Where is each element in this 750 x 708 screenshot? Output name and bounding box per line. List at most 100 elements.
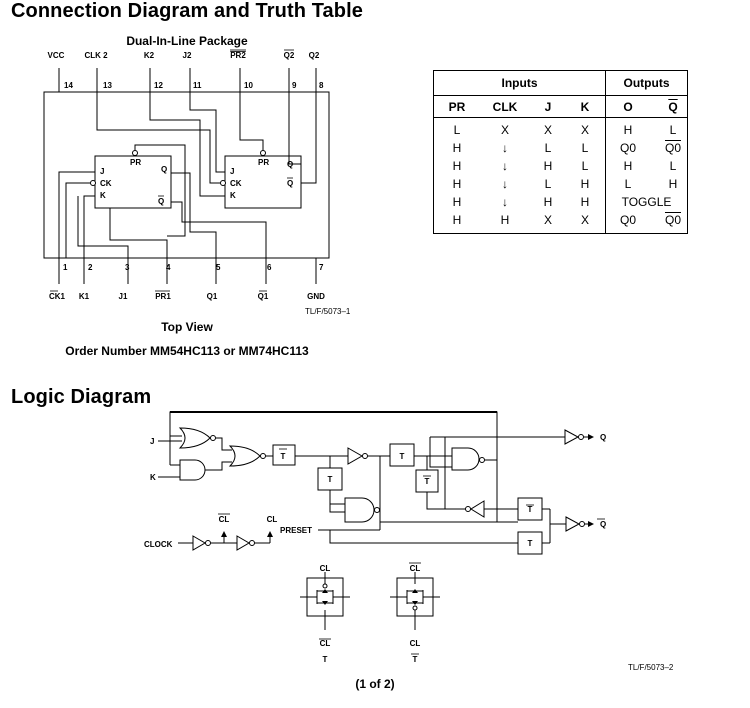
table-cell: L bbox=[669, 123, 677, 137]
svg-text:CL: CL bbox=[320, 564, 331, 573]
table-cell: X bbox=[580, 213, 589, 227]
package-title: Dual-In-Line Package bbox=[126, 34, 248, 48]
svg-text:K: K bbox=[230, 191, 236, 200]
logic-q-label: Q bbox=[600, 433, 606, 442]
inverter-1 bbox=[347, 447, 364, 465]
nand-gate-2 bbox=[344, 497, 375, 523]
logic-diagram: J K Q Q T T T T T T CLOCK PRESET CL CL bbox=[144, 411, 674, 691]
table-cell: H bbox=[580, 195, 590, 209]
pin-label-vcc: VCC bbox=[48, 51, 65, 60]
table-cell: H bbox=[623, 123, 633, 137]
svg-text:Q: Q bbox=[158, 197, 164, 206]
col-k: K bbox=[580, 100, 590, 114]
pin-num-3: 3 bbox=[125, 263, 130, 272]
table-cell: H bbox=[580, 177, 590, 191]
table-cell: L bbox=[544, 177, 552, 191]
svg-text:T: T bbox=[400, 452, 405, 461]
svg-text:CK: CK bbox=[100, 179, 112, 188]
col-j: J bbox=[544, 100, 552, 114]
clock-inverter-1 bbox=[192, 535, 206, 551]
pin-label-q2bar: Q2 bbox=[284, 51, 295, 60]
logic-title: Logic Diagram bbox=[11, 386, 152, 408]
table-cell: ↓ bbox=[502, 195, 508, 209]
svg-text:T: T bbox=[425, 477, 430, 486]
logic-ref: TL/F/5073–2 bbox=[628, 663, 674, 672]
pin-num-6: 6 bbox=[267, 263, 272, 272]
table-cell: H bbox=[500, 213, 510, 227]
t-gate-2 bbox=[389, 443, 415, 467]
q-output-inverter bbox=[564, 429, 580, 445]
top-view-caption: Top View bbox=[161, 320, 213, 334]
svg-text:T: T bbox=[281, 452, 286, 461]
svg-text:PR: PR bbox=[130, 158, 141, 167]
or-gate-2 bbox=[228, 445, 261, 467]
pin-label-q1bar: Q1 bbox=[258, 292, 269, 301]
package-body bbox=[43, 91, 330, 259]
clbar-label: CL bbox=[219, 515, 230, 524]
order-number: Order Number MM54HC113 or MM74HC113 bbox=[65, 344, 309, 358]
table-cell: Q0 bbox=[619, 141, 636, 155]
table-cell: H bbox=[543, 195, 553, 209]
col-clk: CLK bbox=[492, 100, 518, 114]
table-cell: ↓ bbox=[502, 177, 508, 191]
col-o: O bbox=[623, 100, 633, 114]
svg-text:CL: CL bbox=[320, 639, 331, 648]
table-cell: X bbox=[500, 123, 509, 137]
logic-k-label: K bbox=[150, 473, 156, 482]
clock-inverter-2 bbox=[236, 535, 250, 551]
outputs-header: Outputs bbox=[623, 76, 670, 90]
col-qbar: Q bbox=[668, 100, 678, 114]
table-cell: Q0 bbox=[664, 213, 681, 227]
table-cell: Q0 bbox=[664, 141, 681, 155]
pin-num-7: 7 bbox=[319, 263, 324, 272]
svg-text:T: T bbox=[528, 539, 533, 548]
pin-num-14: 14 bbox=[64, 81, 73, 90]
clock-label: CLOCK bbox=[144, 540, 173, 549]
pin-label-pr2: PR2 bbox=[230, 51, 246, 60]
pin-num-2: 2 bbox=[88, 263, 93, 272]
pin-num-13: 13 bbox=[103, 81, 112, 90]
pin-label-j2: J2 bbox=[183, 51, 192, 60]
tbar-gate-1 bbox=[272, 444, 296, 466]
and-gate-1 bbox=[179, 459, 206, 481]
table-cell: L bbox=[581, 159, 589, 173]
svg-text:Q: Q bbox=[287, 179, 293, 188]
pin-num-4: 4 bbox=[166, 263, 171, 272]
logic-qbar-label: Q bbox=[600, 520, 606, 529]
connection-title: Connection Diagram and Truth Table bbox=[11, 0, 363, 22]
svg-text:PR: PR bbox=[258, 158, 269, 167]
pin-label-j1: J1 bbox=[119, 292, 128, 301]
pin-label-pr1: PR1 bbox=[155, 292, 171, 301]
table-cell: L bbox=[453, 123, 461, 137]
inputs-header: Inputs bbox=[501, 76, 538, 90]
pin-num-11: 11 bbox=[193, 81, 202, 90]
page-indicator: (1 of 2) bbox=[355, 677, 394, 691]
cl-label: CL bbox=[267, 515, 278, 524]
table-cell: H bbox=[452, 195, 462, 209]
table-cell: H bbox=[452, 177, 462, 191]
table-cell: H bbox=[452, 213, 462, 227]
nand-gate-1 bbox=[451, 447, 480, 471]
col-pr: PR bbox=[448, 100, 466, 114]
svg-text:CL: CL bbox=[410, 639, 421, 648]
pin-label-k1: K1 bbox=[79, 292, 90, 301]
svg-text:K: K bbox=[100, 191, 106, 200]
pin-num-9: 9 bbox=[292, 81, 297, 90]
pin-label-q1: Q1 bbox=[207, 292, 218, 301]
pin-label-q2: Q2 bbox=[309, 51, 320, 60]
table-cell: ↓ bbox=[502, 159, 508, 173]
or-gate-1 bbox=[178, 427, 211, 449]
table-cell: X bbox=[543, 123, 552, 137]
pin-num-10: 10 bbox=[244, 81, 253, 90]
svg-text:J: J bbox=[230, 167, 234, 176]
pin-num-5: 5 bbox=[216, 263, 221, 272]
svg-text:CL: CL bbox=[410, 564, 421, 573]
table-cell: ↓ bbox=[502, 141, 508, 155]
svg-text:J: J bbox=[100, 167, 104, 176]
